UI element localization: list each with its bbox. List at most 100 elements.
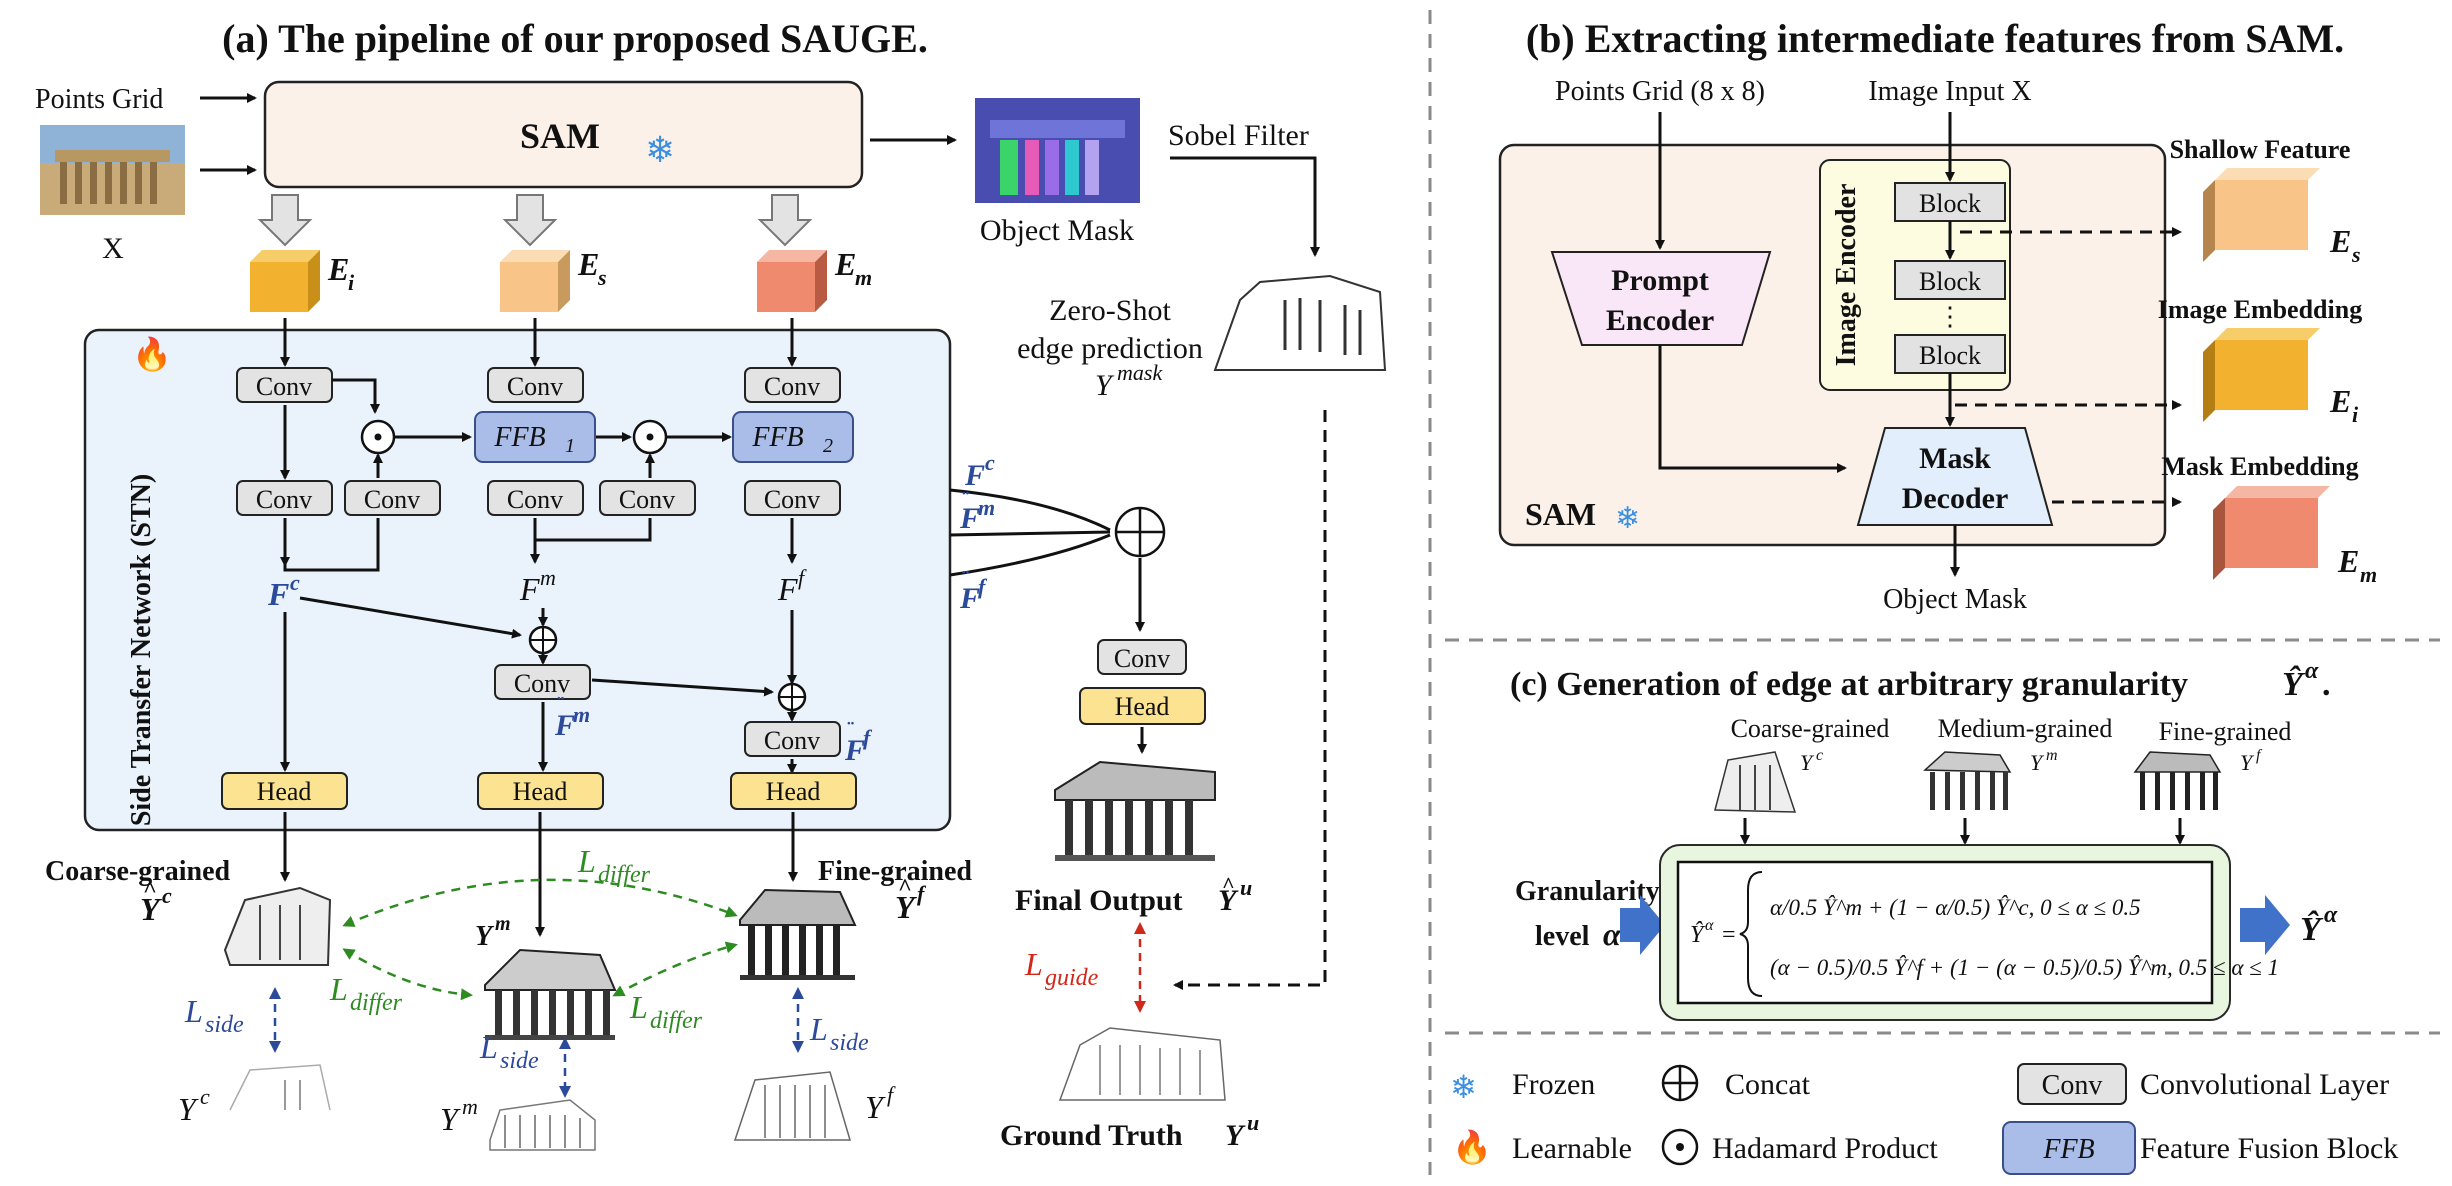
svg-text:guide: guide <box>1045 965 1099 991</box>
mask-embedding-label: Mask Embedding <box>2161 452 2358 481</box>
object-mask-image <box>975 98 1140 203</box>
conv-final-label: Conv <box>1114 644 1170 673</box>
panel-a-title: (a) The pipeline of our proposed SAUGE. <box>222 16 928 61</box>
svg-text:m: m <box>573 702 590 727</box>
coarse-output-image <box>223 886 332 966</box>
cube-es <box>500 250 570 312</box>
legend-ffb-box <box>2002 1121 2136 1175</box>
input-image-x <box>40 125 185 215</box>
flame-icon: 🔥 <box>132 335 172 373</box>
svg-text:¨: ¨ <box>962 566 969 591</box>
panel-c-title: (c) Generation of edge at arbitrary gran… <box>1510 658 2331 703</box>
svg-text:Y: Y <box>895 889 917 925</box>
ym-hat-symbol: Y m <box>475 913 511 952</box>
svg-text:F: F <box>267 576 289 612</box>
svg-text:L: L <box>577 843 596 879</box>
output-arrow-icon <box>2240 895 2290 955</box>
svg-text:FFB: FFB <box>751 422 803 453</box>
prompt-encoder <box>1550 251 1772 346</box>
svg-text:F: F <box>959 582 980 615</box>
conv-c2-4 <box>494 664 591 700</box>
legend-conv-label: Conv <box>2042 1070 2103 1101</box>
shallow-feature-label: Shallow Feature <box>2170 135 2351 164</box>
yf-gt-symbol: Y f <box>865 1082 896 1125</box>
input-arrow-icon <box>1620 895 1665 955</box>
image-encoder-label: Image Encoder <box>1831 184 1862 367</box>
zero-shot-label-2: edge prediction <box>1017 332 1203 365</box>
svg-text:m: m <box>462 1094 478 1119</box>
object-mask-label: Object Mask <box>980 214 1134 247</box>
svg-text:f: f <box>2256 747 2263 764</box>
granularity-label-2: level α <box>1535 916 1622 952</box>
conv-c2-2 <box>487 480 584 516</box>
svg-text:c: c <box>290 570 300 595</box>
ff-out-symbol: F f ¨ <box>959 566 988 615</box>
ffb1-block <box>474 411 596 463</box>
head-final <box>1079 687 1206 725</box>
svg-text:mask: mask <box>1117 360 1163 385</box>
svg-text:c: c <box>1816 747 1823 764</box>
svg-text:side: side <box>500 1048 539 1074</box>
conv-c3-3-label: Conv <box>764 726 820 755</box>
svg-text:2: 2 <box>823 435 833 457</box>
svg-text:Y: Y <box>1225 1119 1246 1152</box>
conv-c3-3 <box>744 721 841 757</box>
svg-text:f: f <box>978 574 988 599</box>
legend-concat: Concat <box>1725 1068 1811 1101</box>
y-mask-symbol: Y mask <box>1095 360 1163 402</box>
svg-text:F: F <box>777 571 798 607</box>
b-em-symbol: E m <box>2337 543 2377 587</box>
yc-gt-symbol: Y c <box>178 1084 210 1127</box>
svg-text:^: ^ <box>898 875 912 901</box>
conv-c2-1 <box>487 367 584 403</box>
conv-c2-4-label: Conv <box>514 669 570 698</box>
svg-text:level: level <box>1535 921 1590 952</box>
c-medium-label: Medium-grained <box>1938 714 2113 743</box>
svg-text:F: F <box>554 709 575 742</box>
b-cube-em <box>2213 486 2330 580</box>
conv-c2-3-label: Conv <box>619 485 675 514</box>
c-yc-symbol: Y c <box>1800 747 1823 775</box>
conv-c2-3 <box>599 480 696 516</box>
cube-em <box>757 250 827 312</box>
l-differ-left: L differ <box>329 971 403 1016</box>
legend-snowflake-icon: ❄ <box>1450 1068 1477 1106</box>
svg-text:SAM: SAM <box>1525 496 1596 532</box>
ffb2-label: FFB 2 <box>751 422 833 457</box>
mask-decoder <box>1856 427 2054 526</box>
ff-dd-symbol: F f ¨ <box>844 717 873 767</box>
fine-output-image <box>739 888 857 980</box>
sam-box: SAM ❄ <box>263 80 864 189</box>
svg-text:Ŷ: Ŷ <box>1690 922 1706 948</box>
head-2 <box>477 772 604 810</box>
eq-line2: (α − 0.5)/0.5 Ŷ^f + (1 − (α − 0.5)/0.5) … <box>1770 955 2279 980</box>
svg-text:f: f <box>798 565 807 590</box>
svg-text:=: = <box>1722 922 1736 948</box>
fine-gt-image <box>733 1071 852 1141</box>
svg-text:E: E <box>577 246 599 282</box>
es-symbol: E s <box>577 246 607 290</box>
coarse-gt-image <box>229 1064 331 1111</box>
svg-text:m: m <box>855 265 872 290</box>
final-output-label: Final Output Y u ^ <box>1015 872 1252 917</box>
l-guide-label: L guide <box>1024 946 1099 991</box>
legend-hadamard: Hadamard Product <box>1712 1132 1938 1165</box>
svg-text:⋮: ⋮ <box>1937 302 1963 331</box>
svg-text:u: u <box>1247 1110 1259 1135</box>
l-differ-top: L differ <box>577 843 651 888</box>
l-side-2: L side <box>479 1029 539 1074</box>
legend-conv-desc: Convolutional Layer <box>2140 1068 2389 1101</box>
svg-text:L: L <box>329 971 348 1007</box>
conv-c3-1-label: Conv <box>764 372 820 401</box>
mask-decoder-label-2: Decoder <box>1902 482 2009 515</box>
head-final-label: Head <box>1115 692 1170 721</box>
c-yf-symbol: Y f <box>2240 747 2263 775</box>
prompt-encoder-label-2: Encoder <box>1606 304 1714 337</box>
svg-text:F: F <box>844 734 865 767</box>
ground-truth-label: Ground Truth Y u <box>1000 1110 1259 1152</box>
svg-text:E: E <box>2337 543 2359 579</box>
svg-text:f: f <box>917 881 927 906</box>
svg-text:F: F <box>519 571 540 607</box>
legend-learnable: Learnable <box>1512 1132 1632 1165</box>
head-1 <box>221 772 348 810</box>
